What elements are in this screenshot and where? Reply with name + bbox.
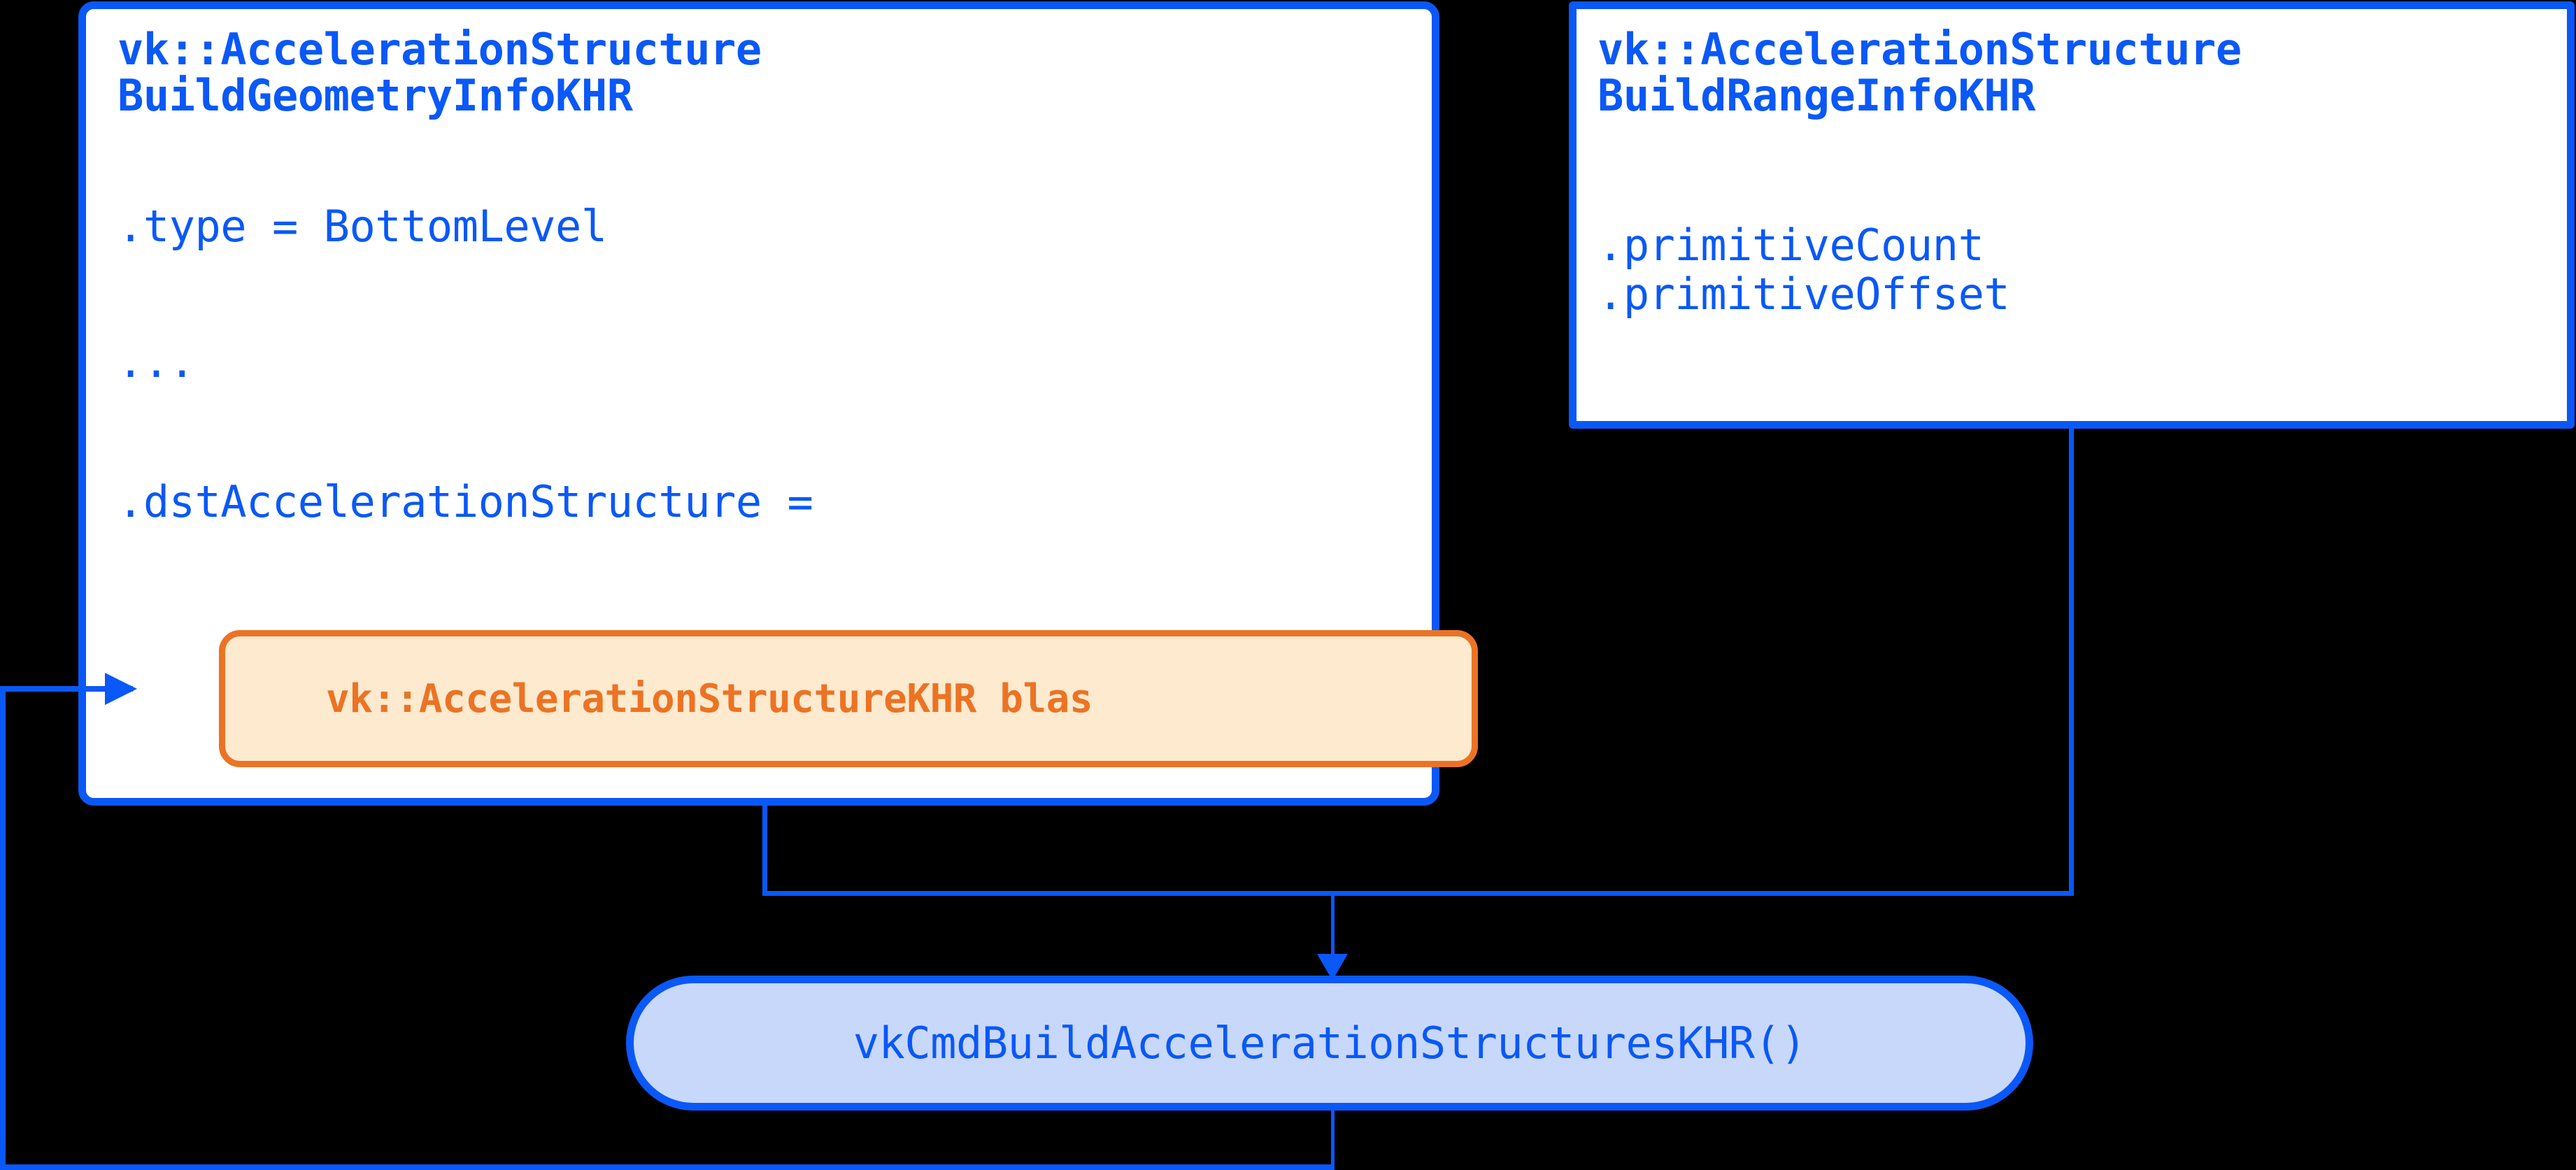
incoming-connector-horizontal [0,686,133,692]
ellipsis-line: ... [118,336,195,387]
field-dst-acceleration-structure-line: .dstAccelerationStructure = [118,476,813,527]
blas-handle-label: vk::AccelerationStructureKHR blas [326,676,1093,722]
build-range-info-title-line2: BuildRangeInfoKHR [1597,70,2036,122]
field-type-line: .type = BottomLevel [118,201,607,252]
connector-junction-bar [762,891,2074,896]
incoming-connector-vertical [0,686,6,1170]
build-range-info-title-line1: vk::AccelerationStructure [1597,24,2242,75]
capsule-outgoing-connector [1331,1111,1335,1168]
bottom-connector-bar [0,1164,1335,1170]
build-geometry-info-title-line1: vk::AccelerationStructure [118,24,762,75]
incoming-arrowhead-icon [105,673,137,705]
vk-cmd-build-acceleration-structures-label: vkCmdBuildAccelerationStructuresKHR() [853,1018,1807,1069]
field-primitive-count-line: .primitiveCount [1597,220,1984,271]
capsule-incoming-connector [1331,891,1335,961]
field-primitive-offset-line: .primitiveOffset [1597,269,2010,320]
geometry-box-outgoing-connector [762,806,767,895]
vk-cmd-build-acceleration-structures-capsule: vkCmdBuildAccelerationStructuresKHR() [626,976,2033,1111]
build-geometry-info-title-line2: BuildGeometryInfoKHR [118,70,633,122]
range-box-outgoing-connector [2069,429,2074,895]
blas-handle-box: vk::AccelerationStructureKHR blas [219,630,1478,767]
